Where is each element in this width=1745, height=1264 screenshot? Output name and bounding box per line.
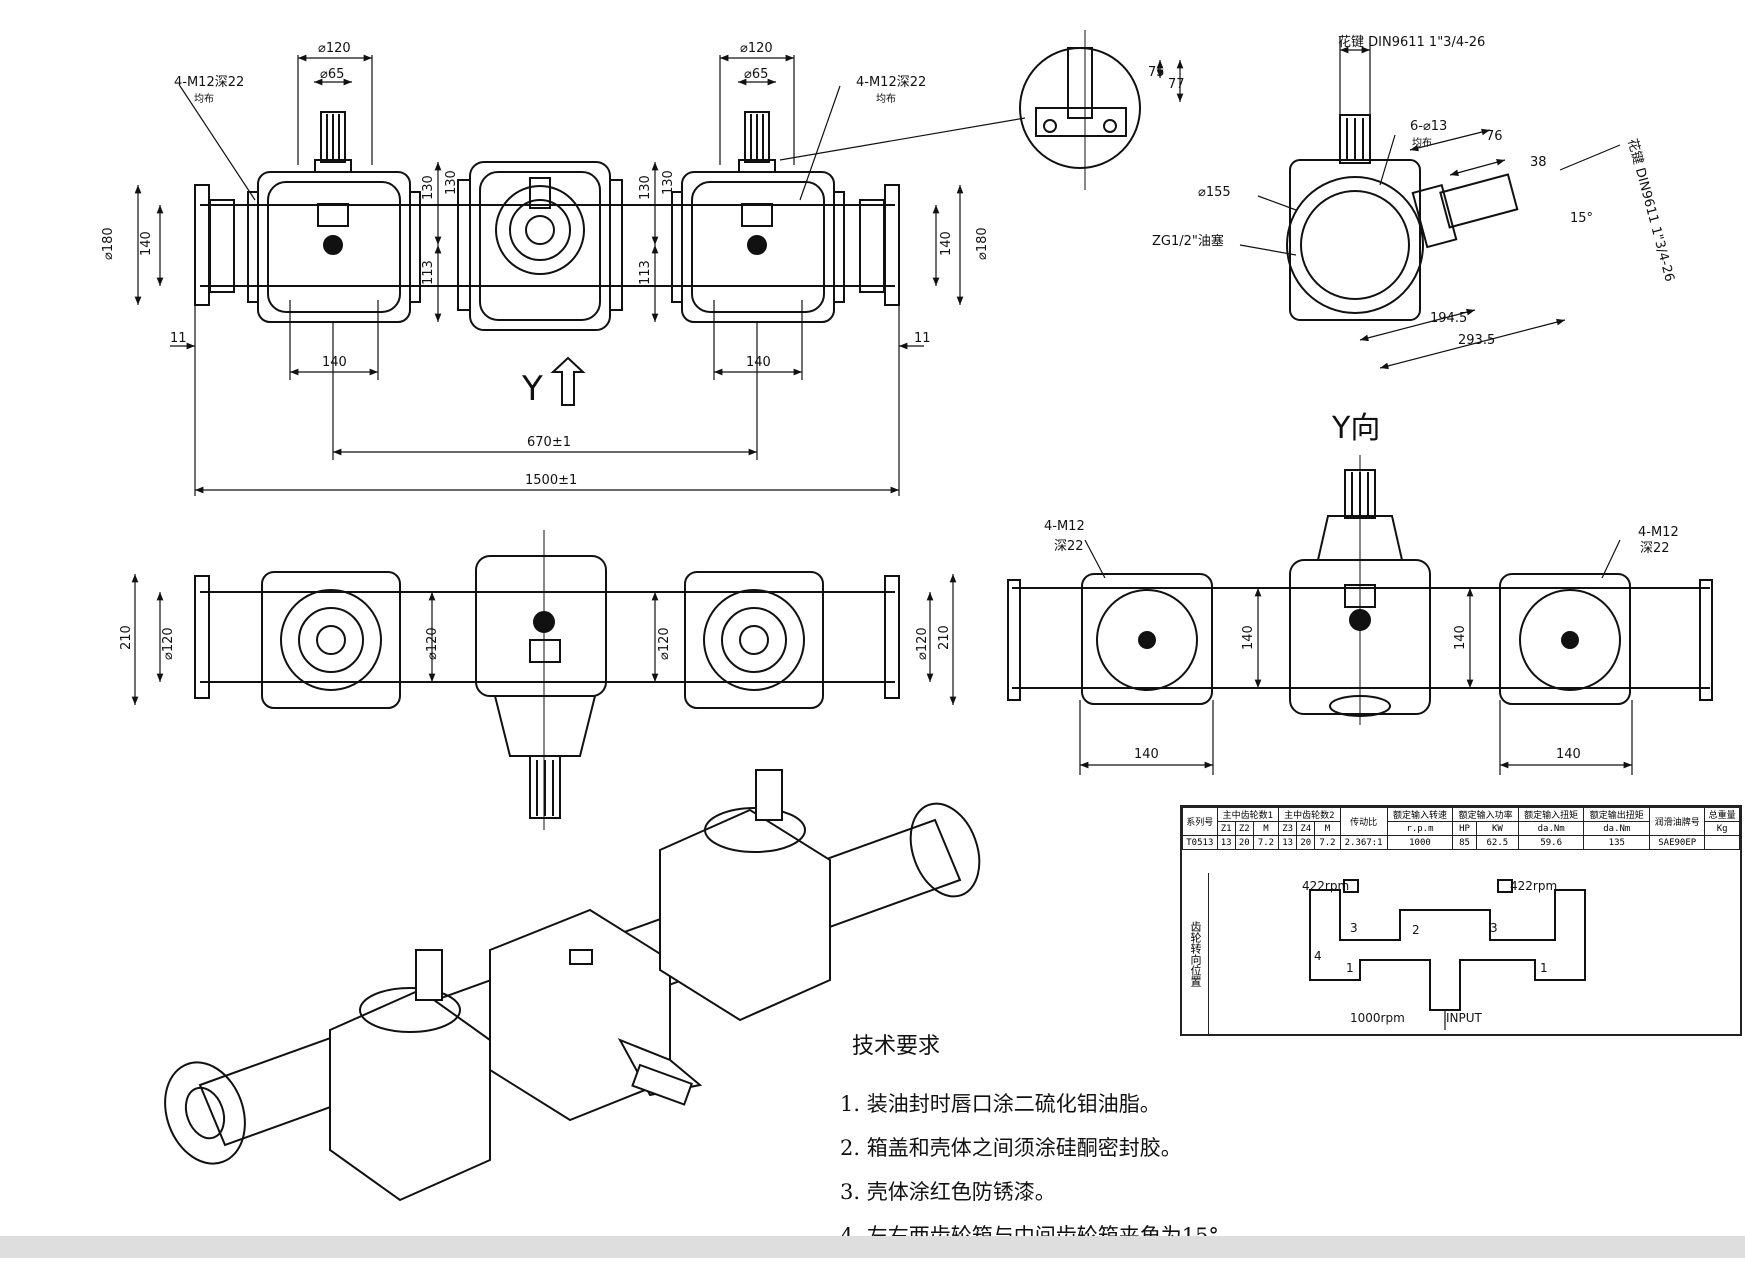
diagram-n1a: 1 bbox=[1346, 961, 1354, 975]
diagram-rpm-left: 422rpm bbox=[1302, 879, 1349, 893]
dim-oil-plug: ZG1/2"油塞 bbox=[1152, 233, 1224, 249]
dim-bolts-left: 4-M12深22 bbox=[174, 75, 244, 90]
gearbox-left bbox=[247, 111, 421, 323]
table-row: T0513 13 20 7.2 13 20 7.2 2.367:1 1000 8… bbox=[1182, 835, 1740, 850]
y-w140-left: 140 bbox=[1134, 747, 1159, 762]
front-dia-c: ⌀120 bbox=[657, 627, 672, 660]
dim-center-span: 670±1 bbox=[527, 435, 571, 450]
dim-total-span: 1500±1 bbox=[525, 473, 577, 488]
dim-spline-side: 花键 DIN9611 1"3/4-26 bbox=[1624, 137, 1678, 283]
tech-requirements-title: 技术要求 bbox=[852, 1034, 941, 1059]
dim-shaft-dia-left: ⌀65 bbox=[320, 67, 344, 82]
diagram-rpm-input: 1000rpm bbox=[1350, 1011, 1405, 1025]
dim-top-dia-right: ⌀120 bbox=[740, 41, 773, 56]
dim-bolts-left-sub: 均布 bbox=[194, 93, 214, 105]
dim-v113-b: 113 bbox=[638, 260, 653, 285]
dim-gap-left: 11 bbox=[170, 331, 187, 346]
dim-h140-left: 140 bbox=[139, 231, 154, 256]
y-bolts-left: 4-M12 bbox=[1044, 519, 1085, 534]
side-view bbox=[1239, 36, 1621, 370]
y-view bbox=[1007, 455, 1713, 775]
dim-flange-left: ⌀180 bbox=[101, 227, 116, 260]
dim-side-bolts-sub: 均布 bbox=[1412, 137, 1432, 149]
gear-rotation-diagram bbox=[1309, 879, 1586, 1030]
y-h140-a: 140 bbox=[1241, 625, 1256, 650]
gearbox-right bbox=[671, 111, 845, 323]
dim-top-dia-left: ⌀120 bbox=[318, 41, 351, 56]
dim-angle: 15° bbox=[1570, 211, 1593, 226]
dim-side-bolts: 6-⌀13 bbox=[1410, 119, 1447, 134]
dim-38: 38 bbox=[1530, 155, 1547, 170]
dim-v130-a: 130 bbox=[421, 175, 436, 200]
dim-bolts-right: 4-M12深22 bbox=[856, 75, 926, 90]
dim-flange-right: ⌀180 bbox=[975, 227, 990, 260]
dim-v130-d: 130 bbox=[661, 170, 676, 195]
front-view bbox=[131, 530, 957, 830]
dim-spline-top: 花键 DIN9611 1"3/4-26 bbox=[1338, 34, 1485, 50]
engineering-drawing: ⌀120 ⌀65 4-M12深22 均布 ⌀120 ⌀65 4-M12深22 均… bbox=[101, 30, 1713, 1202]
dim-76: 76 bbox=[1486, 129, 1503, 144]
iso-gearbox-center bbox=[489, 908, 703, 1122]
dim-w140-left: 140 bbox=[322, 355, 347, 370]
tech-requirement-item: 2. 箱盖和壳体之间须涂硅酮密封胶。 bbox=[840, 1136, 1182, 1160]
dim-detail-77: 77 bbox=[1168, 77, 1185, 92]
diagram-input: INPUT bbox=[1446, 1011, 1483, 1025]
y-view-title: Y向 bbox=[1331, 411, 1380, 446]
front-dia-b: ⌀120 bbox=[425, 627, 440, 660]
diagram-n2: 2 bbox=[1412, 923, 1420, 937]
tech-requirement-item: 1. 装油封时唇口涂二硫化钼油脂。 bbox=[840, 1092, 1161, 1116]
table-header-row: 系列号 主中齿轮数1 主中齿轮数2 传动比 额定输入转速 额定输入功率 额定输入… bbox=[1182, 807, 1740, 836]
tech-requirements: 技术要求 1. 装油封时唇口涂二硫化钼油脂。 2. 箱盖和壳体之间须涂硅酮密封胶… bbox=[840, 1028, 1270, 1264]
view-y-arrow bbox=[550, 356, 586, 406]
y-h140-b: 140 bbox=[1453, 625, 1468, 650]
dim-dia155: ⌀155 bbox=[1198, 185, 1231, 200]
dim-bolts-right-sub: 均布 bbox=[876, 93, 896, 105]
y-bolts-left-sub: 深22 bbox=[1054, 539, 1084, 554]
y-bolts-right-sub: 深22 bbox=[1640, 541, 1670, 556]
dim-v113-a: 113 bbox=[421, 260, 436, 285]
iso-gearbox-left bbox=[329, 949, 491, 1202]
dim-v130-c: 130 bbox=[638, 175, 653, 200]
dim-w140-right: 140 bbox=[746, 355, 771, 370]
front-h210-left: 210 bbox=[119, 625, 134, 650]
tech-requirement-item: 3. 壳体涂红色防锈漆。 bbox=[840, 1180, 1056, 1204]
detail-circle bbox=[779, 30, 1184, 190]
dim-v130-b: 130 bbox=[444, 170, 459, 195]
front-h210-right: 210 bbox=[937, 625, 952, 650]
diagram-rpm-right: 422rpm bbox=[1510, 879, 1557, 893]
bottom-scrollbar-area bbox=[0, 1236, 1745, 1258]
diagram-n4: 4 bbox=[1314, 949, 1322, 963]
top-view bbox=[134, 54, 964, 496]
diagram-n3b: 3 bbox=[1490, 921, 1498, 935]
iso-gearbox-right bbox=[659, 769, 831, 1022]
y-bolts-right: 4-M12 bbox=[1638, 525, 1679, 540]
front-dia-d: ⌀120 bbox=[915, 627, 930, 660]
gearbox-center bbox=[457, 161, 623, 331]
y-w140-right: 140 bbox=[1556, 747, 1581, 762]
dim-detail-75: 75 bbox=[1148, 65, 1165, 80]
table-subheader-row: Z1 Z2 M Z3 Z4 M r.p.m HP KW da.Nm da.Nm … bbox=[1183, 821, 1740, 836]
dim-293: 293.5 bbox=[1458, 333, 1495, 348]
dim-h140-right: 140 bbox=[939, 231, 954, 256]
isometric-view bbox=[164, 769, 981, 1202]
dim-gap-right: 11 bbox=[914, 331, 931, 346]
diagram-n3a: 3 bbox=[1350, 921, 1358, 935]
dim-shaft-dia-right: ⌀65 bbox=[744, 67, 768, 82]
spec-table: 系列号 主中齿轮数1 主中齿轮数2 传动比 额定输入转速 额定输入功率 额定输入… bbox=[1180, 805, 1742, 1036]
view-y-label: Y bbox=[521, 369, 543, 409]
dim-194: 194.5 bbox=[1430, 311, 1467, 326]
table-side-label: 齿轮转向位置 bbox=[1182, 873, 1209, 1034]
diagram-n1b: 1 bbox=[1540, 961, 1548, 975]
front-dia-a: ⌀120 bbox=[161, 627, 176, 660]
